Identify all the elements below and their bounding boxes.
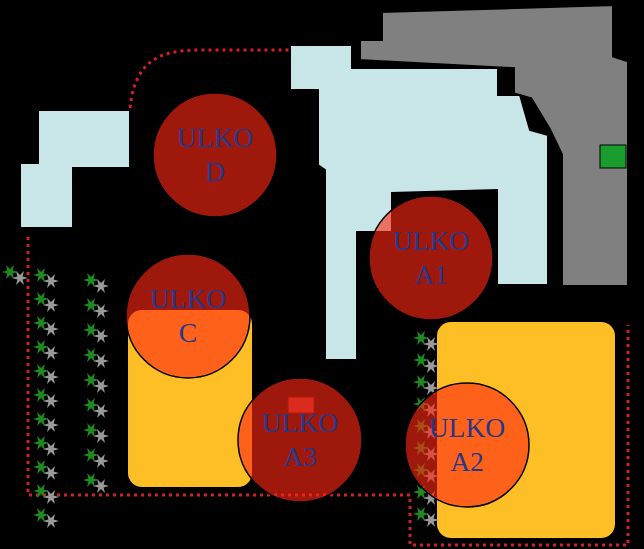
shrub [93,354,109,368]
shrub [83,473,99,487]
shrub [83,348,99,362]
area-circle: ULKO A1 [368,195,494,321]
shrub [93,404,109,418]
entrance-marker [600,145,626,168]
hedge [2,265,439,528]
shrub [43,514,59,528]
shrub [83,448,99,462]
shrub [93,304,109,318]
shrub [33,508,49,522]
shrub [33,268,49,282]
shrub [83,323,99,337]
shrub [43,346,59,360]
area-label: ULKO A1 [381,224,481,293]
shrub [33,460,49,474]
shrub [33,436,49,450]
circle-shape [125,253,251,379]
shrub [93,329,109,343]
building [290,45,548,360]
circle-outline [369,196,493,320]
shrub [43,442,59,456]
circle-shape [368,195,494,321]
shrub [12,271,28,285]
shrub [423,359,439,373]
shrub [33,412,49,426]
shrub [413,507,429,521]
circle-outline [153,93,277,217]
shrub [43,322,59,336]
shrub [43,466,59,480]
area-circle: ULKO A3 [237,377,363,503]
shrub [413,375,429,389]
shrub [83,298,99,312]
shrub [33,292,49,306]
circle-shape [404,382,530,508]
shrub [83,273,99,287]
circle-shape [237,377,363,503]
shrub [43,418,59,432]
shrub [43,490,59,504]
area-circle: ULKO A2 [404,382,530,508]
shrub [93,479,109,493]
circle-outline [126,254,250,378]
shrub [43,274,59,288]
area-label: ULKO A3 [250,406,350,475]
shrub [43,298,59,312]
shrub [33,484,49,498]
shrub [33,340,49,354]
shrub [423,513,439,527]
area-circle: ULKO D [152,92,278,218]
shrub [423,337,439,351]
area-circle: ULKO C [125,253,251,379]
shrub [33,388,49,402]
shrub [33,364,49,378]
shrub [43,394,59,408]
building [20,110,130,228]
shrub [83,423,99,437]
shrub [83,373,99,387]
area-label: ULKO C [138,282,238,351]
shrub [2,265,18,279]
shrub [93,379,109,393]
circle-outline [405,383,529,507]
shrub [83,398,99,412]
boundary-line [28,50,628,545]
shrub [33,316,49,330]
shrub [413,331,429,345]
circle-shape [152,92,278,218]
shrub [43,370,59,384]
shrub [93,429,109,443]
area-label: ULKO A2 [417,411,517,480]
area-label: ULKO D [165,121,265,190]
shrub [93,279,109,293]
circle-outline [238,378,362,502]
shrub [413,353,429,367]
shrub [93,454,109,468]
